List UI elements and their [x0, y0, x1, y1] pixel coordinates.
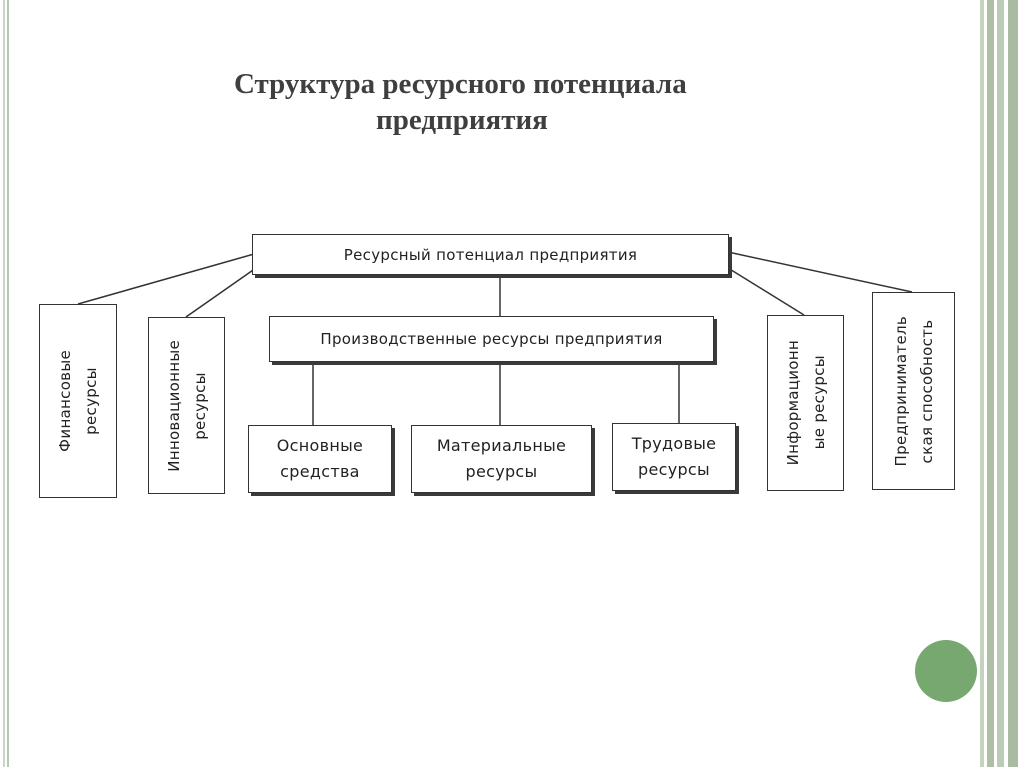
material-line-1: Материальные [436, 436, 567, 455]
material-line-2: ресурсы [465, 462, 538, 481]
innovation-label-line-2: ресурсы [190, 371, 209, 440]
fixed-assets-box: Основные средства [248, 425, 392, 493]
labor-resources-box: Трудовые ресурсы [612, 423, 736, 491]
labor-line-1: Трудовые [631, 434, 717, 453]
fixed-assets-line-2: средства [280, 462, 360, 481]
slide-right-border [978, 0, 1024, 767]
connector-root-entrepreneurial [727, 251, 913, 293]
material-resources-box: Материальные ресурсы [411, 425, 592, 493]
information-label-line-1: Информационн [783, 340, 802, 466]
innovation-resources-box: Инновационные ресурсы [148, 317, 225, 494]
connector-root-information [727, 267, 805, 316]
financial-label-line-1: Финансовые [56, 350, 74, 452]
financial-label-line-2: ресурсы [82, 367, 100, 435]
labor-line-2: ресурсы [638, 460, 710, 479]
slide-title: Структура ресурсного потенциала предприя… [234, 66, 687, 138]
title-line-2: предприятия [376, 104, 548, 136]
entrepreneurial-label-line-1: Предприниматель [891, 315, 910, 467]
entrepreneurial-ability-box: Предприниматель ская способность [872, 292, 955, 490]
entrepreneurial-label-line-2: ская способность [917, 319, 936, 463]
connector-root-financial [77, 253, 255, 305]
title-line-1: Структура ресурсного потенциала [234, 68, 687, 100]
production-resources-label: Производственные ресурсы предприятия [320, 330, 663, 348]
financial-resources-box: Финансовые ресурсы [39, 304, 117, 498]
information-resources-box: Информационн ые ресурсы [767, 315, 844, 491]
fixed-assets-line-1: Основные [276, 436, 364, 455]
information-label-line-2: ые ресурсы [809, 355, 828, 451]
innovation-label-line-1: Инновационные [164, 339, 183, 472]
root-box: Ресурсный потенциал предприятия [252, 234, 729, 275]
slide-left-border [0, 0, 10, 767]
production-resources-box: Производственные ресурсы предприятия [269, 316, 714, 362]
root-label: Ресурсный потенциал предприятия [343, 245, 638, 264]
connector-root-innovation [185, 267, 257, 318]
decorative-green-circle [915, 640, 977, 702]
